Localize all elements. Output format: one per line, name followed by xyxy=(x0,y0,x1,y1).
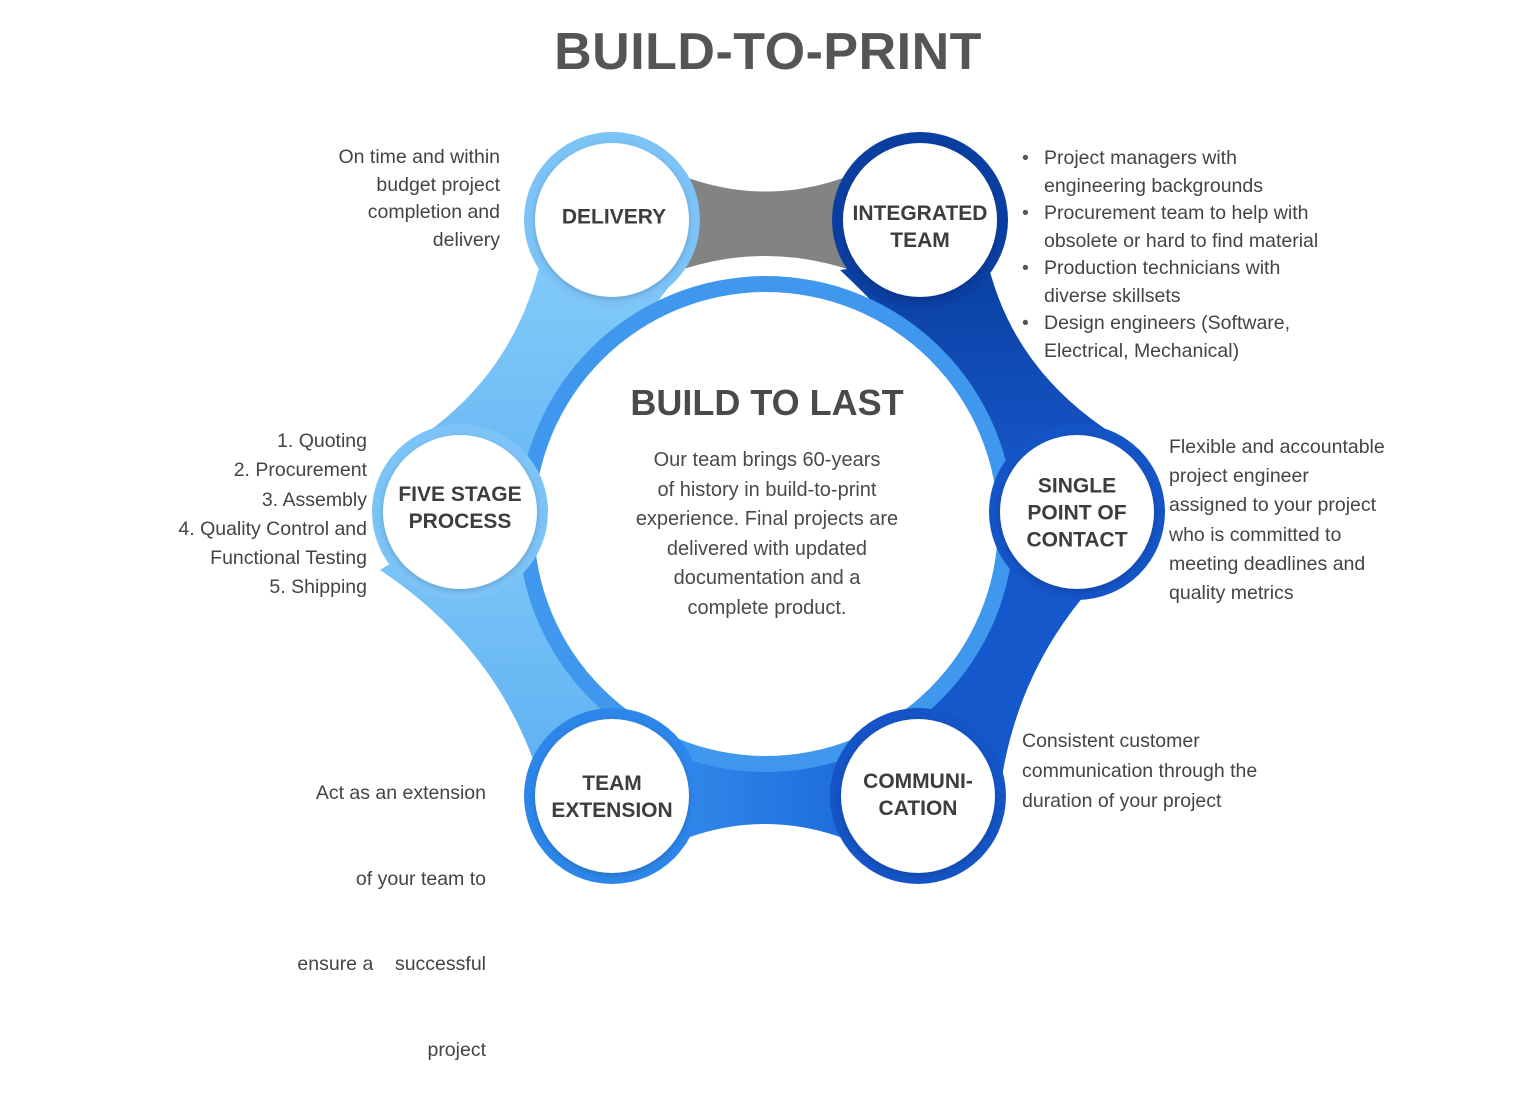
node-single-point-of-contact xyxy=(989,424,1165,600)
node-team-extension xyxy=(524,708,700,884)
node-communication xyxy=(830,708,1006,884)
node-label-five-stage-process: FIVE STAGE PROCESS xyxy=(398,483,522,533)
list-item: Procurement team to help with obsolete o… xyxy=(1022,200,1382,255)
list-item: Production technicians with diverse skil… xyxy=(1022,255,1382,310)
description-integrated-team: Project managers with engineering backgr… xyxy=(1022,145,1382,365)
center-circle xyxy=(534,292,998,756)
description-delivery: On time and within budget project comple… xyxy=(338,146,501,251)
description-team-extension: Act as an extension of your team to ensu… xyxy=(297,782,486,1061)
node-label-integrated-team: INTEGRATED TEAM xyxy=(852,202,988,252)
node-label-communication: COMMUNI- CATION xyxy=(863,770,973,820)
description-single-point-of-contact: Flexible and accountable project enginee… xyxy=(1169,436,1385,605)
cycle-diagram xyxy=(372,132,1165,884)
description-communication: Consistent customer communication throug… xyxy=(1022,730,1258,812)
center-title: BUILD TO LAST xyxy=(630,382,904,423)
node-five-stage-process xyxy=(372,424,548,600)
center-body: Our team brings 60-years of history in b… xyxy=(635,449,899,619)
list-item: Design engineers (Software, Electrical, … xyxy=(1022,310,1382,365)
node-integrated-team xyxy=(832,132,1008,308)
node-label-delivery: DELIVERY xyxy=(561,205,667,229)
node-delivery xyxy=(524,132,700,308)
node-label-team-extension: TEAM EXTENSION xyxy=(551,772,673,822)
page-title: BUILD-TO-PRINT xyxy=(554,23,982,81)
list-item: Project managers with engineering backgr… xyxy=(1022,145,1382,200)
description-five-stage-process: 1. Quoting 2. Procurement 3. Assembly 4.… xyxy=(178,430,367,599)
node-label-single-point-of-contact: SINGLE POINT OF CONTACT xyxy=(1026,474,1128,552)
